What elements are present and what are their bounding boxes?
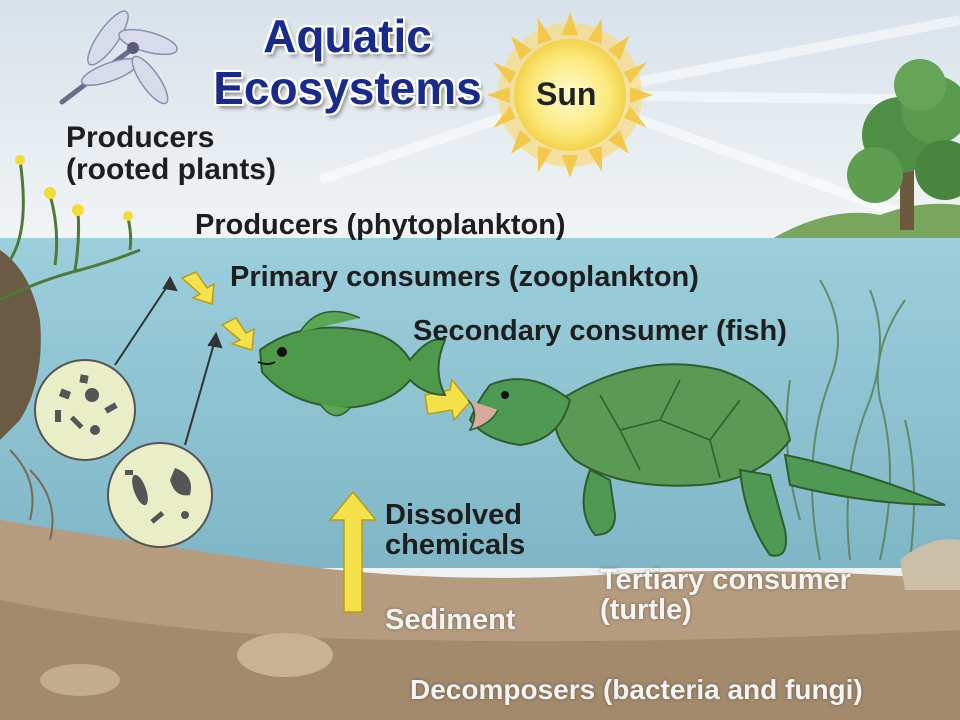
producers-rooted-line-2: (rooted plants) xyxy=(66,152,276,186)
dissolved-line-2: chemicals xyxy=(385,529,526,562)
dragonfly-icon xyxy=(59,10,178,105)
sediment-stone xyxy=(237,633,333,677)
page-title: Aquatic Ecosystems xyxy=(205,10,490,114)
title-line-1: Aquatic xyxy=(263,10,432,62)
tertiary-consumer-label: Tertiary consumer (turtle) xyxy=(600,565,851,626)
left-bank-rock xyxy=(0,250,41,440)
pointer-lines xyxy=(114,275,223,446)
turtle-icon xyxy=(467,363,946,557)
secondary-consumer-label: Secondary consumer (fish) xyxy=(413,315,787,347)
sediment-stone-2 xyxy=(40,664,120,696)
tertiary-line-1: Tertiary consumer xyxy=(600,564,851,596)
dissolved-chemicals-arrow xyxy=(328,490,378,613)
tree-icon xyxy=(770,59,960,245)
title-line-2: Ecosystems xyxy=(213,62,482,114)
zooplankton-circle-icon xyxy=(107,442,213,548)
dissolved-chemicals-label: Dissolved chemicals xyxy=(385,500,525,561)
fish-icon xyxy=(257,310,447,417)
primary-consumers-label: Primary consumers (zooplankton) xyxy=(230,261,699,293)
tertiary-line-2: (turtle) xyxy=(600,594,692,627)
dissolved-line-1: Dissolved xyxy=(385,499,522,531)
plant-flowers xyxy=(15,155,133,221)
food-chain-arrows xyxy=(180,271,471,422)
producers-rooted-line-1: Producers xyxy=(66,121,215,154)
roots xyxy=(9,449,54,541)
producers-rooted-label: Producers (rooted plants) xyxy=(66,122,276,185)
sediment-dark xyxy=(0,600,960,720)
right-rock xyxy=(900,539,960,590)
sun-label: Sun xyxy=(536,76,597,112)
producers-phytoplankton-label: Producers (phytoplankton) xyxy=(195,209,566,241)
sediment-label: Sediment xyxy=(385,604,516,636)
seaweed xyxy=(785,279,915,561)
sun-icon xyxy=(487,12,653,178)
plankton-circle-icon xyxy=(34,359,136,461)
decomposers-label: Decomposers (bacteria and fungi) xyxy=(410,674,863,705)
